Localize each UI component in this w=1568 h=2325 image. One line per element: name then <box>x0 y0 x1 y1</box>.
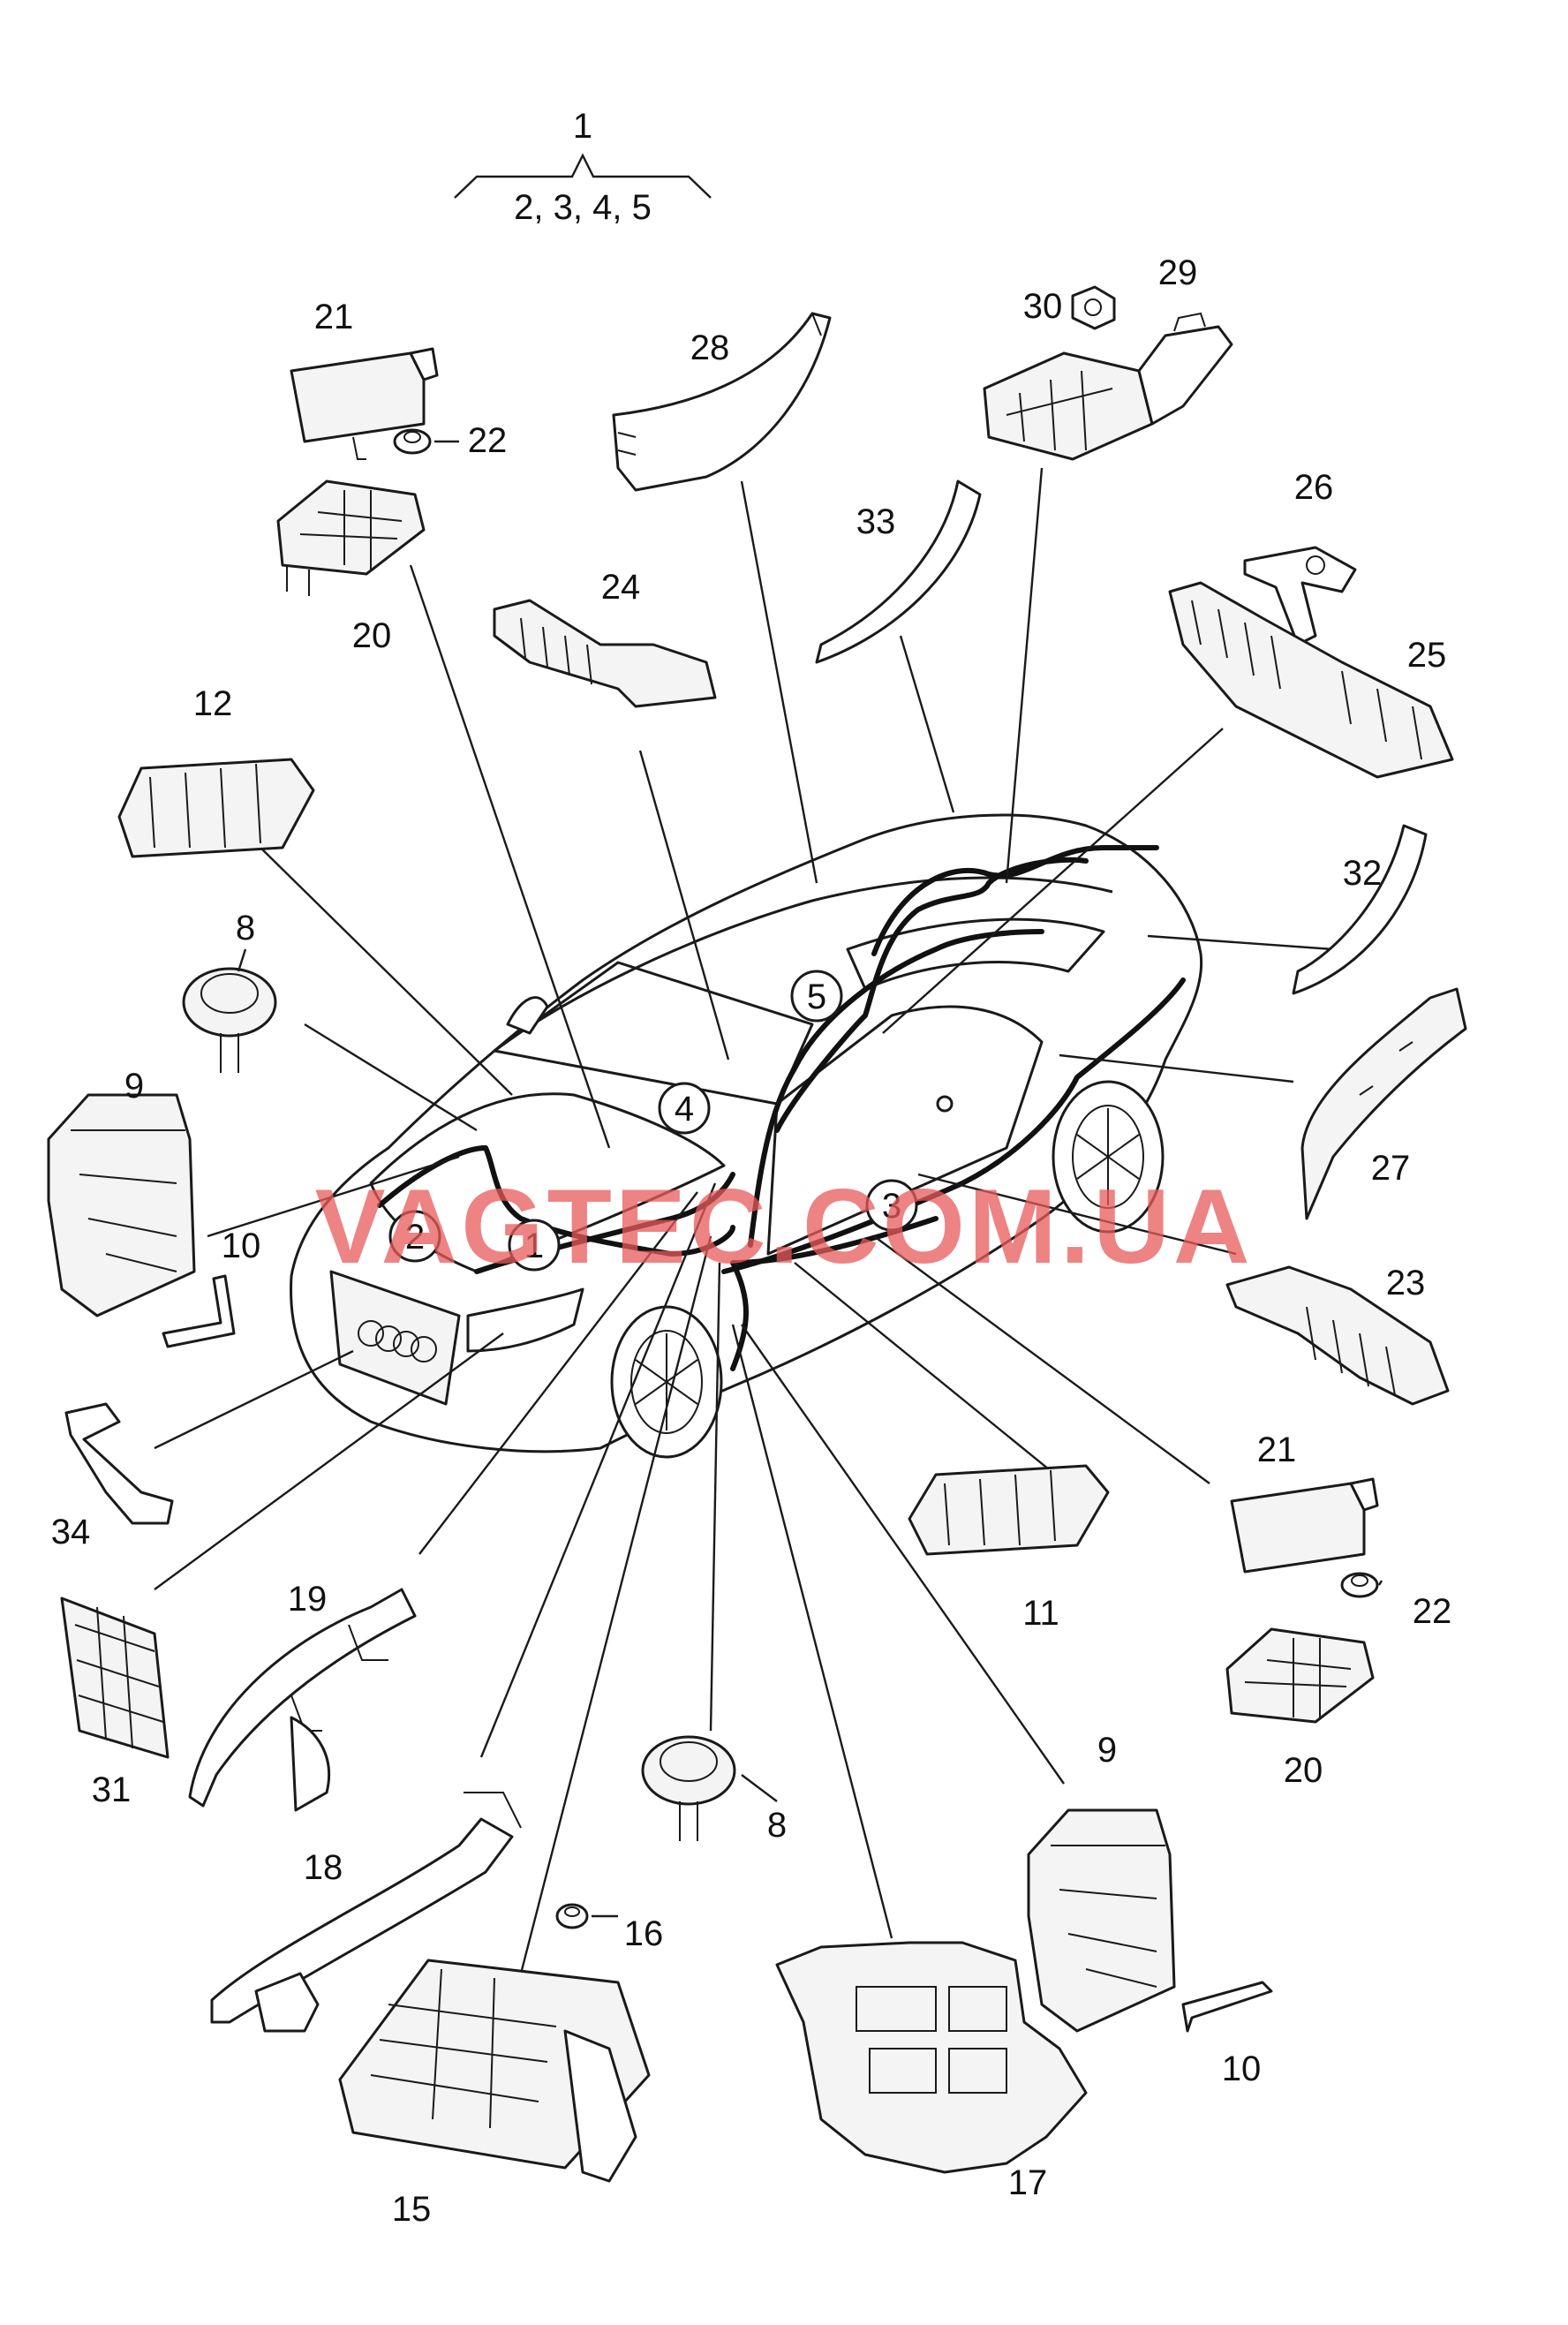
circled-label-4: 4 <box>658 1082 711 1135</box>
car-rear-wheel <box>1052 1080 1165 1234</box>
callout-15: 15 <box>392 2190 432 2229</box>
svg-text:5: 5 <box>807 978 826 1016</box>
car-hood <box>369 1092 726 1273</box>
part-24-duct <box>493 599 717 708</box>
part-9-housing-bottom <box>1027 1808 1176 2033</box>
circled-label-1: 1 <box>508 1219 561 1272</box>
callout-21-bottom: 21 <box>1257 1430 1297 1469</box>
circled-label-5: 5 <box>790 970 843 1023</box>
part-30-nut <box>1071 285 1116 330</box>
svg-text:3: 3 <box>882 1187 901 1226</box>
part-10-wire-bottom <box>1181 1981 1273 2033</box>
part-15-box-carrier <box>338 1959 651 2183</box>
assembly-header: 1 2, 3, 4, 5 <box>454 107 712 227</box>
callout-29: 29 <box>1158 253 1198 292</box>
callout-24: 24 <box>601 568 641 607</box>
callout-33: 33 <box>856 502 896 541</box>
callout-10-bottom: 10 <box>1222 2049 1262 2088</box>
harness-floor <box>721 978 1186 1274</box>
callout-20-bottom: 20 <box>1284 1751 1323 1790</box>
part-31-grille-insert <box>60 1597 170 1759</box>
part-28-duct <box>612 312 832 492</box>
harness-roof <box>748 929 1044 1248</box>
callout-25: 25 <box>1407 636 1447 675</box>
callout-28: 28 <box>690 328 730 367</box>
part-16-clip <box>555 1903 589 1929</box>
harness-sill <box>730 1216 939 1371</box>
part-9-housing-top <box>47 1093 196 1317</box>
callout-32: 32 <box>1343 854 1383 893</box>
callout-22-top: 22 <box>468 421 508 460</box>
callout-23: 23 <box>1386 1264 1426 1302</box>
car-roof <box>494 876 1113 1053</box>
part-20-bracket-top <box>276 479 426 596</box>
callout-8-top: 8 <box>236 909 255 947</box>
part-27-bracket <box>1300 987 1467 1220</box>
part-8-grommet-top <box>182 967 277 1073</box>
callout-30: 30 <box>1023 287 1063 326</box>
callout-8-bottom: 8 <box>767 1806 787 1845</box>
part-23-duct <box>1225 1265 1450 1406</box>
car-door-handle <box>936 1095 954 1113</box>
part-21-cover-bottom <box>1230 1477 1379 1574</box>
callout-labels: 21 22 20 28 30 29 33 26 24 25 12 32 8 27… <box>51 253 1452 2229</box>
harness-front <box>377 1145 735 1257</box>
car-logo-rings <box>358 1320 437 1363</box>
part-19-harness-bracket <box>188 1588 417 1812</box>
callout-10-top: 10 <box>222 1227 261 1265</box>
callout-12: 12 <box>193 684 233 723</box>
part-12-bracket <box>117 758 315 858</box>
circled-label-2: 2 <box>388 1210 441 1263</box>
car-illustration: 1 2 3 4 5 <box>290 813 1203 1459</box>
car-mirror <box>506 996 549 1035</box>
callout-9-bottom: 9 <box>1097 1731 1117 1770</box>
callout-26: 26 <box>1294 468 1334 507</box>
callout-20-top: 20 <box>352 616 392 655</box>
callout-18: 18 <box>304 1848 343 1887</box>
assembly-number: 1 <box>573 107 592 146</box>
part-33-trim <box>815 479 982 664</box>
part-34-bracket <box>64 1402 174 1525</box>
part-26-clip <box>1243 546 1357 646</box>
part-8-grommet-bottom <box>641 1735 736 1841</box>
part-10-wire-top <box>162 1274 236 1348</box>
car-front-wheel <box>610 1305 723 1459</box>
part-29-relay-carrier <box>983 312 1233 461</box>
svg-text:2: 2 <box>405 1218 425 1257</box>
car-headlight <box>466 1287 584 1353</box>
harness-cabin <box>774 857 1089 1133</box>
callout-31: 31 <box>92 1770 132 1809</box>
assembly-components: 2, 3, 4, 5 <box>514 188 652 227</box>
watermark: VAGTEC.COM.UA <box>314 1167 1253 1286</box>
harness-rear <box>871 845 1159 956</box>
callout-11: 11 <box>1022 1594 1059 1633</box>
svg-text:1: 1 <box>524 1227 544 1265</box>
callout-9-top: 9 <box>124 1067 144 1106</box>
part-11-bracket <box>908 1464 1110 1556</box>
callout-21-top: 21 <box>314 298 354 336</box>
callout-22-bottom: 22 <box>1413 1592 1452 1631</box>
part-22-nut-top <box>393 428 432 455</box>
callout-19: 19 <box>288 1580 328 1619</box>
callout-17: 17 <box>1008 2163 1048 2202</box>
circled-label-3: 3 <box>865 1179 918 1232</box>
callout-16: 16 <box>624 1914 664 1953</box>
callout-27: 27 <box>1371 1149 1411 1188</box>
part-32-trim <box>1292 824 1428 995</box>
part-17-box-carrier <box>775 1941 1088 2174</box>
part-18-harness-bracket <box>210 1792 522 2033</box>
part-21-cover-top <box>290 347 439 460</box>
part-25-duct <box>1168 581 1454 779</box>
svg-text:4: 4 <box>675 1090 694 1129</box>
car-door <box>766 1005 1044 1256</box>
car-rear-window <box>846 917 1105 991</box>
part-22-nut-bottom <box>1340 1572 1379 1598</box>
callout-34: 34 <box>51 1513 91 1551</box>
part-20-bracket-bottom <box>1225 1627 1375 1724</box>
car-windshield <box>493 961 814 1106</box>
leader-lines <box>154 467 1334 1974</box>
header-bracket <box>454 153 712 199</box>
